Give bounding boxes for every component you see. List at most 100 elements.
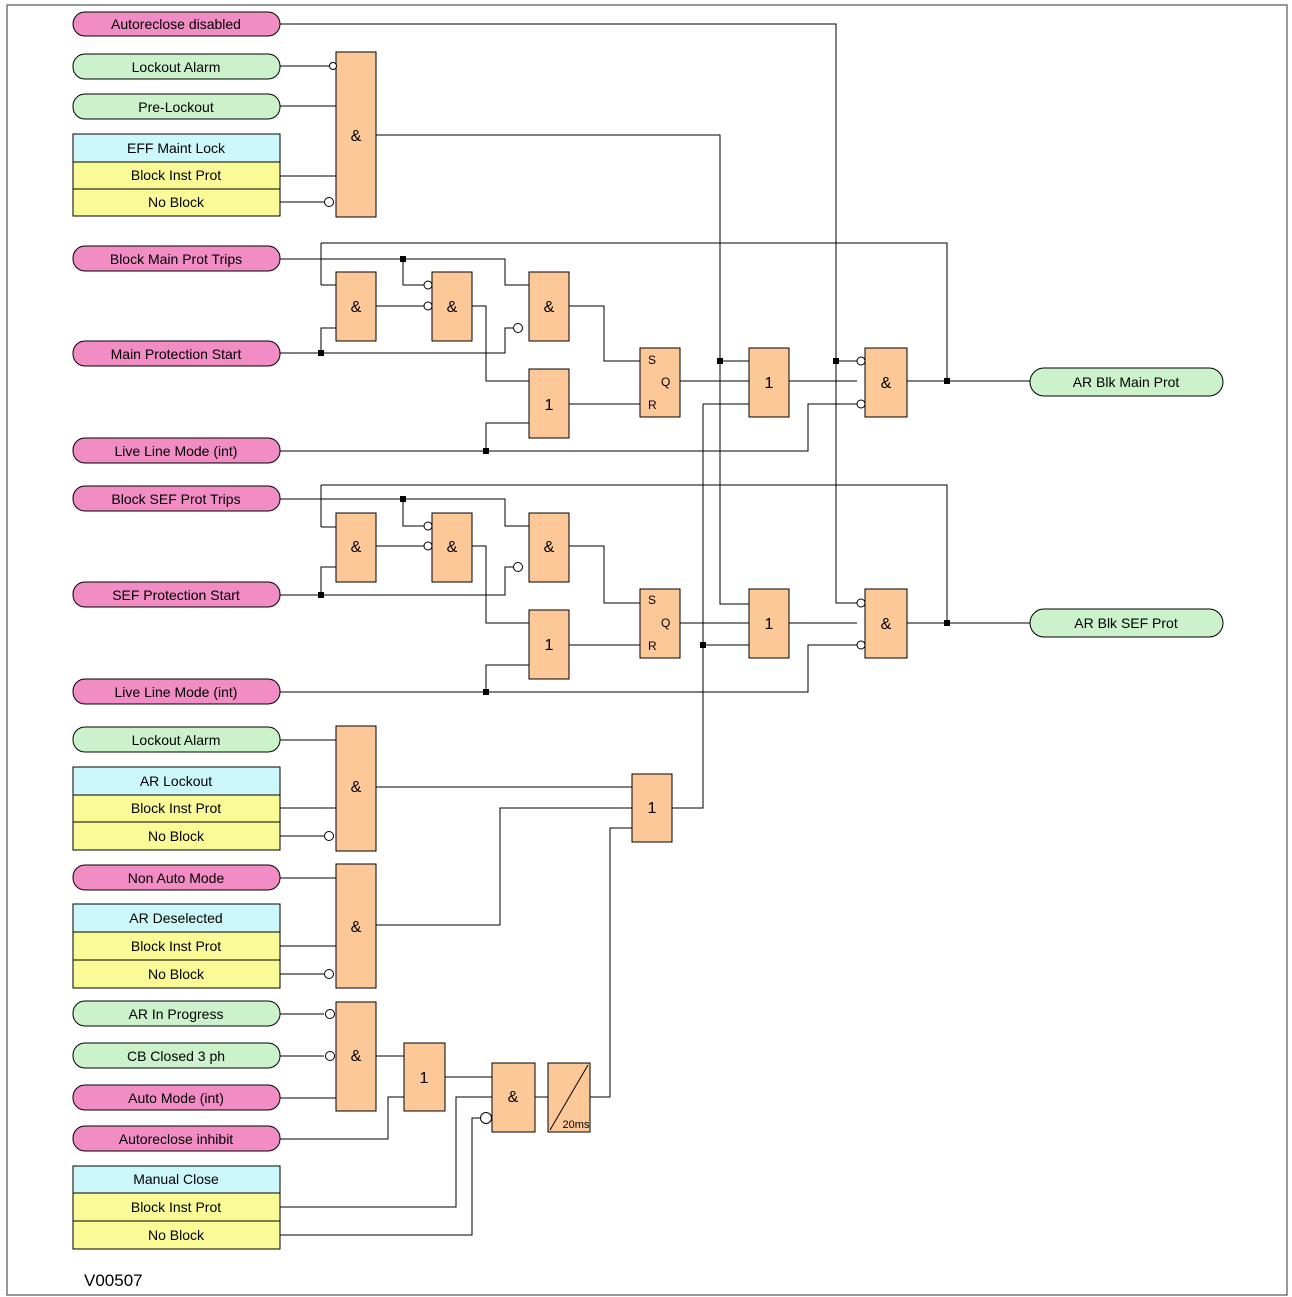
and-gate: & [431, 271, 473, 342]
input-sef-protection-start: SEF Protection Start [72, 581, 281, 608]
svg-text:Block Inst Prot: Block Inst Prot [131, 167, 221, 183]
svg-text:Manual Close: Manual Close [133, 1171, 219, 1187]
and-gate: & [335, 1001, 377, 1112]
setting-group-ar-lockout: AR Lockout Block Inst Prot No Block [72, 766, 281, 851]
or-gate: 1 [528, 609, 570, 680]
svg-text:CB Closed 3 ph: CB Closed 3 ph [127, 1048, 225, 1064]
and-gate: & [335, 512, 377, 583]
svg-text:SEF Protection Start: SEF Protection Start [112, 587, 240, 603]
output-ar-blk-main-prot: AR Blk Main Prot [1029, 367, 1224, 397]
input-lockout-alarm-2: Lockout Alarm [72, 726, 281, 753]
svg-text:R: R [648, 639, 657, 653]
input-live-line-mode-sef: Live Line Mode (int) [72, 678, 281, 705]
input-autoreclose-disabled: Autoreclose disabled [72, 11, 281, 37]
and-gate: & [491, 1062, 536, 1133]
setting-groups: EFF Maint Lock Block Inst Prot No Block … [72, 133, 281, 1250]
sr-latch: S Q R [639, 588, 681, 659]
svg-text:AR Blk SEF Prot: AR Blk SEF Prot [1074, 615, 1178, 631]
svg-text:&: & [447, 299, 458, 316]
svg-text:No Block: No Block [148, 966, 205, 982]
svg-text:No Block: No Block [148, 828, 205, 844]
and-gate: & [864, 347, 908, 418]
svg-text:Non Auto Mode: Non Auto Mode [128, 870, 225, 886]
svg-text:&: & [351, 299, 362, 316]
svg-text:&: & [508, 1089, 519, 1106]
svg-text:&: & [351, 779, 362, 796]
and-gate: & [431, 512, 473, 583]
svg-text:AR Blk Main Prot: AR Blk Main Prot [1073, 374, 1180, 390]
output-signals: AR Blk Main Prot AR Blk SEF Prot [1029, 367, 1224, 638]
svg-text:Lockout Alarm: Lockout Alarm [132, 59, 221, 75]
inversion-bubbles [324, 62, 866, 1124]
setting-group-manual-close: Manual Close Block Inst Prot No Block [72, 1165, 281, 1250]
svg-text:Block Inst Prot: Block Inst Prot [131, 938, 221, 954]
svg-text:&: & [447, 539, 458, 556]
svg-text:1: 1 [420, 1070, 429, 1087]
or-gate: 1 [631, 773, 673, 843]
svg-text:Autoreclose inhibit: Autoreclose inhibit [119, 1131, 234, 1147]
svg-text:No Block: No Block [148, 1227, 205, 1243]
input-non-auto-mode: Non Auto Mode [72, 864, 281, 891]
input-cb-closed-3ph: CB Closed 3 ph [72, 1042, 281, 1069]
svg-text:Block Inst Prot: Block Inst Prot [131, 800, 221, 816]
pulse-timer: 20ms [547, 1062, 591, 1133]
svg-text:&: & [881, 375, 892, 392]
svg-text:Q: Q [661, 375, 670, 389]
svg-text:Auto Mode (int): Auto Mode (int) [128, 1090, 224, 1106]
svg-text:&: & [351, 539, 362, 556]
or-gate: 1 [748, 588, 790, 659]
and-gate: & [335, 725, 377, 852]
svg-text:&: & [351, 1048, 362, 1065]
or-gate: 1 [528, 368, 570, 439]
setting-group-ar-deselected: AR Deselected Block Inst Prot No Block [72, 903, 281, 989]
and-gate: & [335, 271, 377, 342]
input-ar-in-progress: AR In Progress [72, 1000, 281, 1027]
svg-text:EFF Maint Lock: EFF Maint Lock [127, 140, 226, 156]
svg-text:Q: Q [661, 616, 670, 630]
svg-text:Pre-Lockout: Pre-Lockout [138, 99, 214, 115]
wires [280, 23, 1030, 1236]
svg-text:Block SEF Prot Trips: Block SEF Prot Trips [111, 491, 240, 507]
svg-text:Block Inst Prot: Block Inst Prot [131, 1199, 221, 1215]
figure-reference: V00507 [84, 1271, 143, 1290]
svg-text:Autoreclose disabled: Autoreclose disabled [111, 16, 241, 32]
and-gate: & [864, 588, 908, 659]
input-auto-mode: Auto Mode (int) [72, 1084, 281, 1111]
and-gate: & [528, 512, 570, 583]
sr-latch: S Q R [639, 347, 681, 418]
svg-text:1: 1 [545, 637, 554, 654]
junction-dots [318, 256, 950, 695]
input-signals: Autoreclose disabled Lockout Alarm Pre-L… [72, 11, 281, 1152]
output-ar-blk-sef-prot: AR Blk SEF Prot [1029, 608, 1224, 638]
input-block-sef-prot-trips: Block SEF Prot Trips [72, 485, 281, 512]
svg-text:1: 1 [545, 397, 554, 414]
input-lockout-alarm: Lockout Alarm [72, 53, 281, 80]
or-gate: 1 [748, 347, 790, 418]
input-pre-lockout: Pre-Lockout [72, 93, 281, 120]
svg-text:&: & [351, 128, 362, 145]
svg-text:20ms: 20ms [563, 1119, 590, 1131]
gates: & & & & 1 S Q R 1 & [335, 51, 908, 1133]
svg-text:AR Lockout: AR Lockout [140, 773, 212, 789]
svg-text:Live Line Mode (int): Live Line Mode (int) [115, 684, 238, 700]
input-block-main-prot-trips: Block Main Prot Trips [72, 245, 281, 272]
svg-text:No Block: No Block [148, 194, 205, 210]
svg-text:1: 1 [765, 616, 774, 633]
svg-text:AR In Progress: AR In Progress [129, 1006, 224, 1022]
svg-text:R: R [648, 398, 657, 412]
setting-group-eff-maint-lock: EFF Maint Lock Block Inst Prot No Block [72, 133, 281, 217]
and-gate: & [528, 271, 570, 342]
svg-text:S: S [648, 353, 656, 367]
svg-text:Main Protection Start: Main Protection Start [111, 346, 242, 362]
input-autoreclose-inhibit: Autoreclose inhibit [72, 1125, 281, 1152]
input-main-protection-start: Main Protection Start [72, 340, 281, 367]
svg-text:Block Main Prot Trips: Block Main Prot Trips [110, 251, 242, 267]
svg-text:Lockout Alarm: Lockout Alarm [132, 732, 221, 748]
or-gate: 1 [403, 1042, 446, 1112]
svg-text:1: 1 [648, 800, 657, 817]
svg-text:1: 1 [765, 375, 774, 392]
and-gate: & [335, 863, 377, 989]
svg-text:AR Deselected: AR Deselected [129, 910, 222, 926]
svg-text:&: & [544, 539, 555, 556]
